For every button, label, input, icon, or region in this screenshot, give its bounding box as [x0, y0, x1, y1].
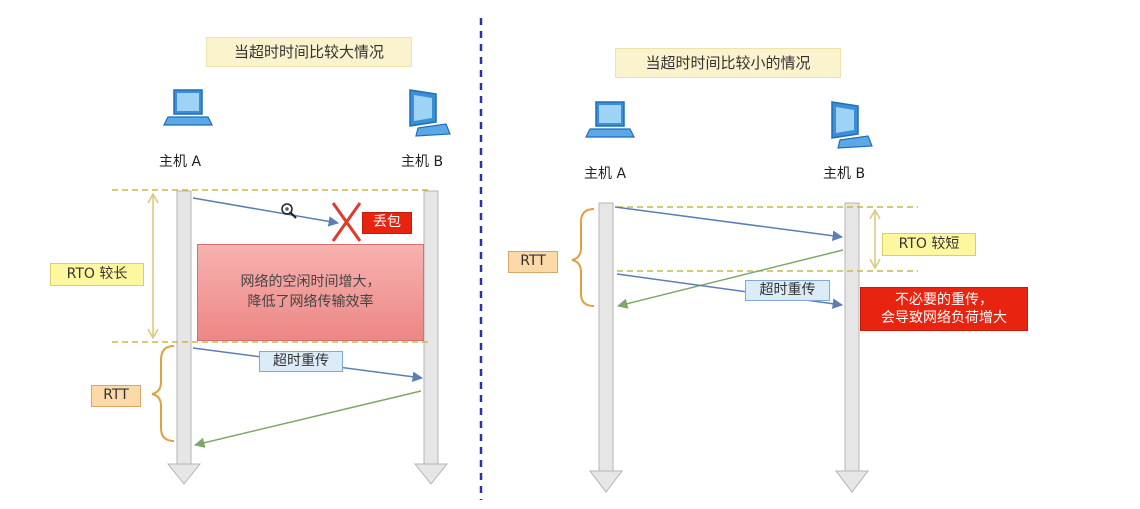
desktop-icon: [409, 89, 451, 137]
left-host-b-label: 主机 B: [401, 154, 444, 170]
left-lost-packet-arrow: [192, 197, 340, 227]
right-retransmit-label: 超时重传: [745, 280, 830, 301]
right-host-b-label: 主机 B: [823, 166, 866, 182]
right-host-a-label: 主机 A: [584, 166, 627, 182]
left-rto-label: RTO 较长: [50, 263, 144, 286]
idle-note-line-2: 降低了网络传输效率: [247, 293, 374, 310]
loss-tag: 丢包: [362, 212, 412, 234]
unnecessary-retransmit-note: 不必要的重传， 会导致网络负荷增大: [860, 287, 1028, 331]
left-timeline-b: [413, 190, 449, 485]
left-rto-span: [147, 192, 159, 340]
idle-time-note: 网络的空闲时间增大， 降低了网络传输效率: [197, 244, 424, 341]
right-send-arrow: [614, 206, 844, 241]
laptop-icon: [163, 89, 213, 126]
right-rto-span: [869, 208, 881, 270]
right-note-line-2: 会导致网络负荷增大: [881, 310, 1007, 326]
left-rtt-label: RTT: [91, 385, 141, 407]
right-note-line-1: 不必要的重传，: [895, 291, 993, 308]
right-rto-label: RTO 较短: [882, 233, 976, 256]
right-rtt-brace: [571, 208, 595, 307]
left-host-a-label: 主机 A: [159, 154, 202, 170]
left-panel-title: 当超时时间比较大情况: [206, 37, 412, 67]
left-ack-arrow: [193, 390, 422, 448]
right-panel-title: 当超时时间比较小的情况: [615, 48, 841, 78]
left-timeline-a: [166, 190, 202, 485]
right-rtt-label: RTT: [508, 251, 558, 273]
right-timeline-b: [834, 202, 870, 493]
laptop-icon: [585, 101, 635, 138]
left-retransmit-label: 超时重传: [259, 351, 343, 372]
desktop-icon: [831, 101, 873, 149]
right-timeline-a: [588, 202, 624, 493]
idle-note-line-1: 网络的空闲时间增大，: [240, 273, 381, 290]
loss-x-mark: [331, 202, 362, 242]
right-ack-arrow: [616, 249, 844, 309]
zoom-cursor-icon: [281, 203, 297, 219]
left-rtt-brace: [151, 345, 175, 442]
